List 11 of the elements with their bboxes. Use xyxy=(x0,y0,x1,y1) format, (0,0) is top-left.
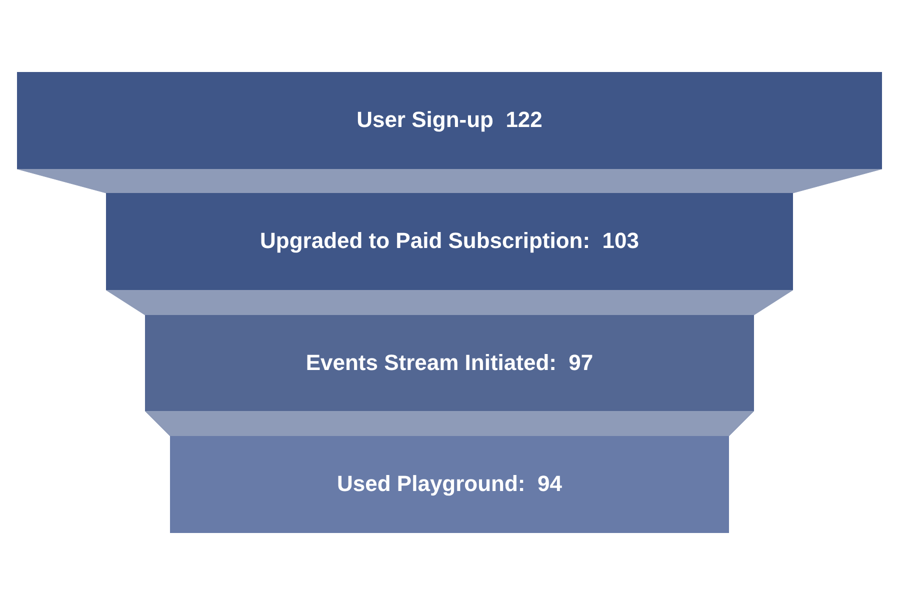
funnel-bar xyxy=(106,193,793,290)
funnel-connector xyxy=(106,290,794,316)
funnel-bar xyxy=(145,315,754,411)
funnel-connector xyxy=(144,410,754,436)
stage-label: Upgraded to Paid Subscription: 103 xyxy=(260,228,639,255)
stage-label: Events Stream Initiated: 97 xyxy=(306,350,594,376)
funnel-bar xyxy=(17,72,882,169)
stage-label: User Sign-up 122 xyxy=(356,107,542,134)
stage-label: Used Playground: 94 xyxy=(337,471,562,498)
funnel-bar xyxy=(170,436,729,533)
funnel-connector xyxy=(16,168,882,194)
